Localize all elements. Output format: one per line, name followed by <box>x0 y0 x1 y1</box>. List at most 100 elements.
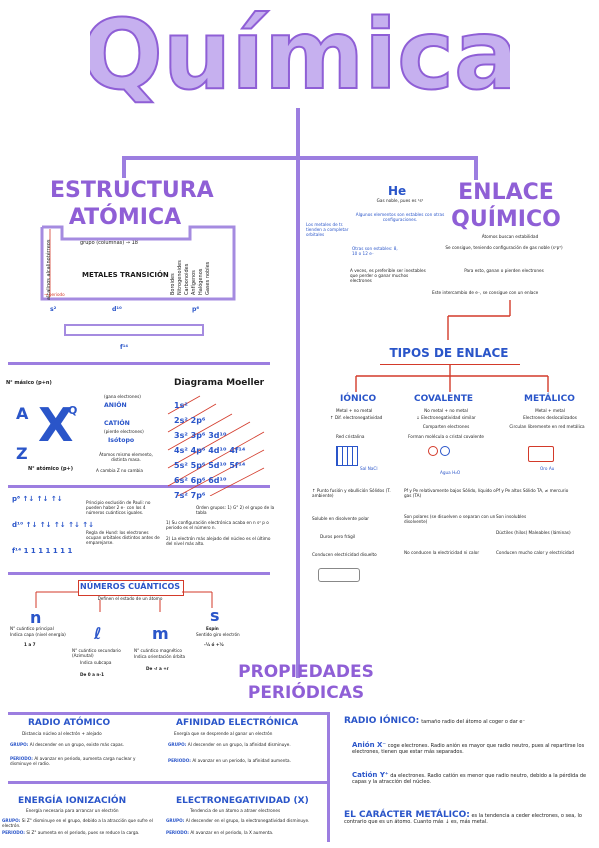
met-6: Dúctiles (hilos) Maleables (láminas) <box>496 530 571 535</box>
moeller-cell: 5p⁶ <box>190 461 206 470</box>
cov-4: Forman molécula o cristal covalente <box>408 434 484 439</box>
cov-1: No metal + no metal <box>424 408 468 413</box>
radio-grupo-text: Al descender en un grupo, existe más cap… <box>29 742 125 747</box>
bottom-branch <box>8 712 328 715</box>
title-lettering: Química <box>90 2 510 110</box>
radio-atomico-desc: Distancia núcleo al electrón + alejado <box>22 731 102 736</box>
moeller-cell: 2s² <box>174 416 188 425</box>
met-4: Pf y Pe altos Sólido TA, ≠ mercurio <box>496 488 569 493</box>
right-bottom-border <box>327 712 330 842</box>
right-branch-drop <box>474 156 478 180</box>
enlace-heading-2: QUÍMICO <box>451 207 561 232</box>
col-right-0: Boroides <box>170 273 176 295</box>
cov-3: Comparten electrones <box>422 424 470 429</box>
ionico-2: ↑ Dif. electronegatividad <box>330 415 383 420</box>
numeros-title-box <box>78 580 184 596</box>
afinidad-grupo-text: Al descender en un grupo, la afinidad di… <box>187 742 291 747</box>
s-symbol: s <box>210 606 220 625</box>
moeller-cell: 3p⁶ <box>190 431 206 440</box>
periodo-label: PERIODO: <box>2 830 25 835</box>
estructura-heading-2: ATÓMICA <box>68 205 182 230</box>
grupo-label: GRUPO: <box>10 742 29 747</box>
circuit-icon <box>318 568 360 582</box>
numeros-connector <box>35 591 213 612</box>
met-7: Conducen mucho calor y electricidad <box>496 550 574 555</box>
divider-bottom-left <box>8 781 328 784</box>
electroneg-grupo-text: Al descender en el grupo, la electronega… <box>185 818 310 823</box>
l-vals: De 0 a n-1 <box>80 672 105 677</box>
tree-stem <box>296 108 300 678</box>
molecule-icon <box>440 446 450 456</box>
grupo-label: GRUPO: <box>2 818 21 823</box>
radio-atomico-periodo: PERIODO: Al avanzar en periodo, aumenta … <box>10 756 150 766</box>
electroneg-periodo: PERIODO: Al avanzar en el periodo, la X … <box>166 830 322 835</box>
anion-desc: coge electrones. Radio anión es mayor qu… <box>352 743 585 755</box>
grupo-label: GRUPO: <box>166 818 185 823</box>
col-right-5: Gases nobles <box>205 261 211 295</box>
caracter-desc: es la tendencia a ceder electrones, o se… <box>344 813 582 825</box>
met-5: Son insolubles <box>496 514 527 519</box>
propiedades-heading-1: PROPIEDADES <box>238 662 374 682</box>
electroneg-desc: Tendencia de un átomo a atraer electrone… <box>190 808 281 813</box>
moeller-cell: 4p⁶ <box>190 446 206 455</box>
col-right-4: Halógenos <box>198 268 204 295</box>
block-d: d¹⁰ <box>112 306 122 313</box>
periodo-label: PERIODO: <box>168 758 191 763</box>
enlace-to-tipos-arrow <box>447 300 511 340</box>
tipos-branch <box>355 364 549 392</box>
grupo-label: GRUPO: <box>168 742 187 747</box>
block-s: s² <box>50 306 57 313</box>
moeller-cell: 7s² <box>174 491 188 500</box>
isotopo-cambia: A cambia Z no cambia <box>96 468 143 473</box>
col-right-3: Anfígenos <box>191 270 197 295</box>
ionico-example: Sal NaCl <box>360 466 378 471</box>
nacl-lattice <box>336 446 358 466</box>
orbital-note-b: Regla de Hund: los electrones ocupan orb… <box>86 530 160 545</box>
divider-left-3 <box>8 572 270 575</box>
m-symbol: m <box>152 624 169 643</box>
anion-note: (gana electrones) <box>104 394 141 399</box>
col-right-1: Nitrogenoides <box>177 260 183 295</box>
veces-note: A veces, es preferible ser inestables qu… <box>350 268 426 283</box>
block-f: f¹⁴ <box>120 344 129 351</box>
orbital-row-p: p⁶ ↑↓ ↑↓ ↑↓ <box>12 495 63 503</box>
met-1: Metal + metal <box>535 408 565 413</box>
propiedades-heading-2: PERIÓDICAS <box>247 683 365 703</box>
orbital-row-f: f¹⁴ 1 1 1 1 1 1 1 <box>12 547 73 555</box>
periodo-label: → periodo <box>44 292 65 297</box>
caracter-heading: EL CARÁCTER METÁLICO: <box>344 810 470 820</box>
moeller-cell: 5f¹⁴ <box>229 461 246 470</box>
radio-ionico-heading: RADIO IÓNICO: <box>344 716 420 726</box>
moeller-cell: 1s² <box>174 401 188 410</box>
moeller-title: Diagrama Moeller <box>174 378 265 388</box>
metales-transicion: METALES TRANSICIÓN <box>82 271 169 279</box>
divider-left-2 <box>8 485 270 488</box>
m-name: N° cuántico magnético <box>134 648 182 653</box>
energia-heading: ENERGÍA IONIZACIÓN <box>18 796 127 806</box>
para-note: Para esto, ganan o pierden electrones <box>464 268 544 273</box>
ionico-heading: IÓNICO <box>340 394 377 404</box>
afinidad-grupo: GRUPO: Al descender en un grupo, la afin… <box>168 742 318 747</box>
s-vals: -½ ó +½ <box>204 642 224 647</box>
enlace-heading: ENLACE QUÍMICO <box>450 182 562 231</box>
intercambio-note: Este intercambio de e⁻, se consigue con … <box>432 290 539 295</box>
molecule-icon <box>428 446 438 456</box>
periodic-table-outline <box>40 225 236 301</box>
cov-5: Pf y Pe relativamente bajos Sólido, líqu… <box>404 488 496 498</box>
he-symbol: He <box>388 184 407 198</box>
cation-note: (pierde electrones) <box>104 429 144 434</box>
afinidad-desc: Energía que se desprende al ganar un ele… <box>174 731 273 736</box>
numeros-subtitle: Definen el estado de un átomo <box>97 596 163 601</box>
cation-label: CATIÓN <box>104 420 130 427</box>
m-vals: De -ℓ a +ℓ <box>146 666 169 671</box>
afinidad-heading: AFINIDAD ELECTRÓNICA <box>176 718 299 728</box>
propiedades-heading: PROPIEDADES PERIÓDICAS <box>226 664 386 702</box>
moeller-note-3: 2) La electrón más alejado del núcleo es… <box>166 536 271 546</box>
ionico-7: Conducen electricidad disuelto <box>312 552 377 557</box>
metales-note: Los metales de tr. tienden a completar o… <box>306 222 349 237</box>
ionico-1: Metal + no metal <box>336 408 373 413</box>
electroneg-grupo: GRUPO: Al descender en el grupo, la elec… <box>166 818 322 823</box>
energia-desc: Energía necesaria para arrancar un elect… <box>26 808 119 813</box>
orbital-note-a: Principio exclusión de Pauli: no pueden … <box>86 500 151 515</box>
metal-lattice <box>528 446 554 462</box>
